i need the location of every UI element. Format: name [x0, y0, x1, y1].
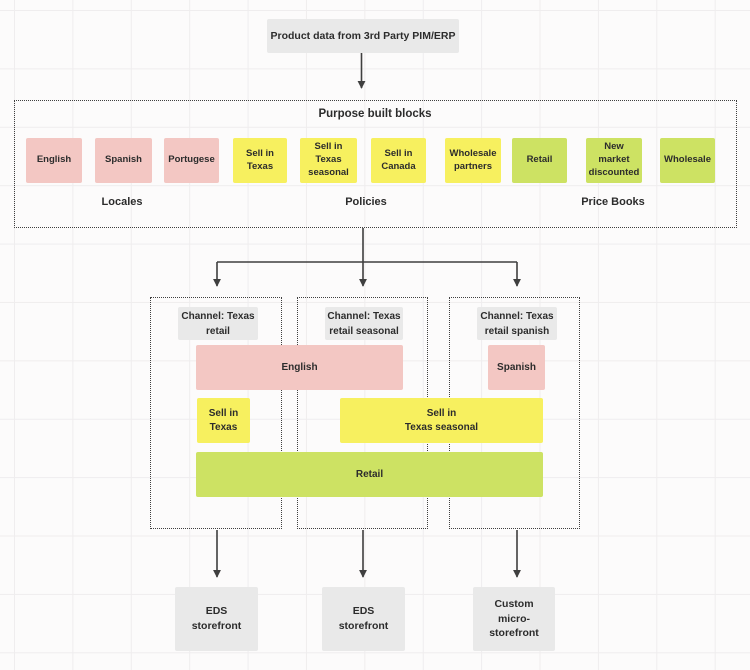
storefront-node-eds-1: EDS storefront: [175, 587, 258, 651]
channel-bar-english: English: [196, 345, 403, 390]
purpose-blocks-container: [14, 100, 737, 228]
channel-bar-sell-in-texas-seasonal: Sell in Texas seasonal: [340, 398, 543, 443]
block-locale-english: English: [26, 138, 82, 183]
channel-bar-sell-in-texas: Sell in Texas: [197, 398, 250, 443]
block-policy-sell-in-texas: Sell in Texas: [233, 138, 287, 183]
group-label-locales: Locales: [101, 196, 143, 208]
storefront-node-custom-micro: Custom micro- storefront: [473, 587, 555, 651]
block-pricebook-new-market-discounted: New market discounted: [586, 138, 642, 183]
block-policy-sell-in-canada: Sell in Canada: [371, 138, 426, 183]
channel-title-texas-retail: Channel: Texas retail: [178, 307, 258, 340]
block-pricebook-wholesale: Wholesale: [660, 138, 715, 183]
block-policy-wholesale-partners: Wholesale partners: [445, 138, 501, 183]
block-locale-portugese: Portugese: [164, 138, 219, 183]
block-pricebook-retail: Retail: [512, 138, 567, 183]
channel-container-texas-retail: [150, 297, 282, 529]
storefront-node-eds-2: EDS storefront: [322, 587, 405, 651]
channel-title-texas-retail-seasonal: Channel: Texas retail seasonal: [325, 307, 403, 340]
group-label-price-books: Price Books: [581, 196, 645, 208]
block-locale-spanish: Spanish: [95, 138, 152, 183]
block-policy-sell-in-texas-seasonal: Sell in Texas seasonal: [300, 138, 357, 183]
branch-trunk-line: [217, 228, 517, 263]
source-node: Product data from 3rd Party PIM/ERP: [267, 19, 459, 53]
channel-bar-spanish: Spanish: [488, 345, 545, 390]
channel-title-texas-retail-spanish: Channel: Texas retail spanish: [477, 307, 557, 340]
group-label-policies: Policies: [345, 196, 387, 208]
channel-bar-retail: Retail: [196, 452, 543, 497]
purpose-blocks-title: Purpose built blocks: [318, 108, 432, 120]
